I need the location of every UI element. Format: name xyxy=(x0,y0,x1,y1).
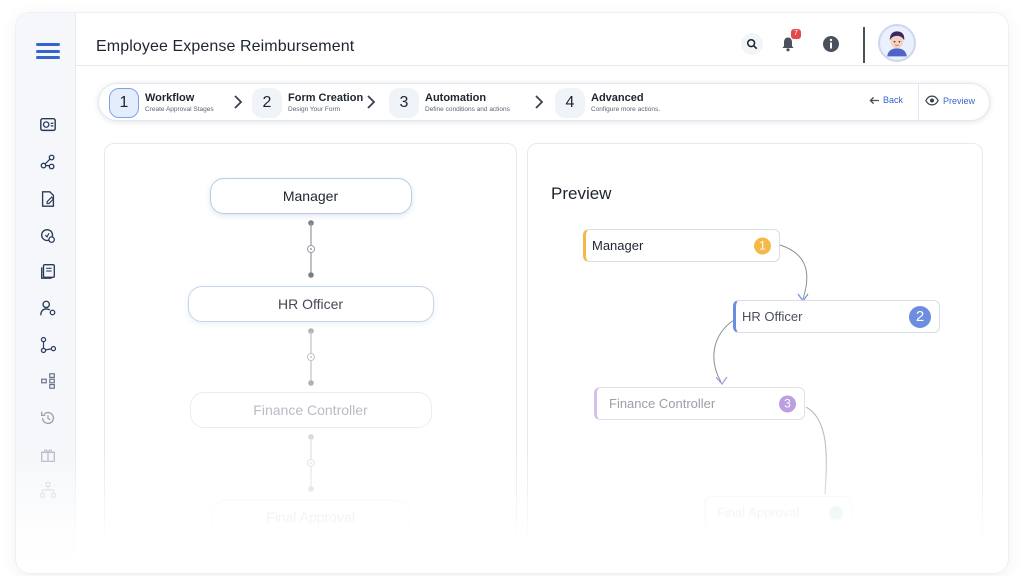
preview-node-hr-officer[interactable]: HR Officer 2 xyxy=(733,300,940,333)
documents-icon[interactable] xyxy=(38,261,58,281)
gift-icon[interactable] xyxy=(38,445,58,465)
step-number: 3 xyxy=(389,88,419,118)
preview-node-final-approval[interactable]: Final Approval xyxy=(704,496,852,529)
step-advanced[interactable]: 4 Advanced Configure more actions. xyxy=(555,88,660,118)
step-subtitle: Define conditions and actions xyxy=(425,106,510,113)
preview-node-number: 3 xyxy=(779,395,796,412)
users-settings-icon[interactable] xyxy=(38,298,58,318)
sidebar xyxy=(16,13,76,573)
step-title: Advanced xyxy=(591,92,644,104)
info-icon xyxy=(823,36,839,52)
preview-node-finance-controller[interactable]: Finance Controller 3 xyxy=(594,387,805,420)
workflow-editor-panel: Manager HR Officer Finance Controller Fi… xyxy=(104,143,517,563)
preview-panel: Preview Manager 1 HR Officer 2 Finance C… xyxy=(527,143,983,563)
preview-node-label: Finance Controller xyxy=(609,396,716,411)
step-workflow[interactable]: 1 Workflow Create Approval Stages xyxy=(109,88,214,118)
step-number: 4 xyxy=(555,88,585,118)
preview-title: Preview xyxy=(551,184,612,203)
back-label: Back xyxy=(883,95,904,105)
preview-node-label: HR Officer xyxy=(742,309,803,324)
step-automation[interactable]: 3 Automation Define conditions and actio… xyxy=(389,88,510,118)
preview-node-label: Manager xyxy=(592,238,644,253)
connector xyxy=(306,328,315,386)
preview-node-label: Final Approval xyxy=(717,505,800,520)
chevron-right-icon xyxy=(367,95,376,109)
info-button[interactable] xyxy=(820,33,842,55)
app-window: Employee Expense Reimbursement 7 1 Workf… xyxy=(16,13,1008,573)
step-subtitle: Create Approval Stages xyxy=(145,106,214,113)
step-subtitle: Configure more actions. xyxy=(591,106,661,113)
workflow-icon[interactable] xyxy=(38,152,58,172)
step-form-creation[interactable]: 2 Form Creation Design Your Form xyxy=(252,88,363,118)
workflow-node-manager[interactable]: Manager xyxy=(209,178,412,214)
step-title: Workflow xyxy=(145,92,195,104)
step-number: 2 xyxy=(252,88,282,118)
chevron-right-icon xyxy=(535,95,544,109)
step-subtitle: Design Your Form xyxy=(288,106,341,113)
preview-node-number xyxy=(829,505,843,520)
avatar[interactable] xyxy=(878,24,916,62)
notification-badge: 7 xyxy=(791,29,801,39)
step-title: Form Creation xyxy=(288,92,364,104)
page-title: Employee Expense Reimbursement xyxy=(96,38,355,55)
back-button[interactable]: Back xyxy=(869,95,903,105)
preview-label: Preview xyxy=(943,95,976,106)
workflow-node-final-approval[interactable]: Final Approval xyxy=(210,500,411,534)
step-number: 1 xyxy=(109,88,139,118)
connector xyxy=(306,220,315,278)
notifications-button[interactable]: 7 xyxy=(777,29,801,55)
chevron-right-icon xyxy=(234,95,243,109)
step-title: Automation xyxy=(425,92,487,104)
preview-node-manager[interactable]: Manager 1 xyxy=(583,229,780,262)
dashboard-icon[interactable] xyxy=(38,115,58,135)
automation-icon[interactable] xyxy=(38,226,58,246)
hierarchy-icon[interactable] xyxy=(38,371,58,391)
preview-node-number: 1 xyxy=(754,237,771,254)
search-icon xyxy=(746,38,758,50)
stepbar-divider xyxy=(918,84,919,120)
connector xyxy=(306,434,315,492)
header: Employee Expense Reimbursement 7 xyxy=(76,13,1008,66)
workflow-node-finance-controller[interactable]: Finance Controller xyxy=(189,392,432,428)
workflow-node-hr-officer[interactable]: HR Officer xyxy=(187,286,434,322)
header-divider xyxy=(863,27,865,63)
history-icon[interactable] xyxy=(38,408,58,428)
preview-node-number: 2 xyxy=(909,305,931,328)
process-icon[interactable] xyxy=(38,335,58,355)
form-edit-icon[interactable] xyxy=(38,189,58,209)
search-button[interactable] xyxy=(741,33,763,55)
eye-icon xyxy=(925,95,939,106)
bell-icon xyxy=(782,37,794,52)
preview-button[interactable]: Preview xyxy=(925,95,975,106)
step-bar: 1 Workflow Create Approval Stages 2 Form… xyxy=(98,83,990,121)
org-chart-icon[interactable] xyxy=(38,480,58,500)
arrow-left-icon xyxy=(869,96,879,104)
menu-icon[interactable] xyxy=(36,43,60,59)
